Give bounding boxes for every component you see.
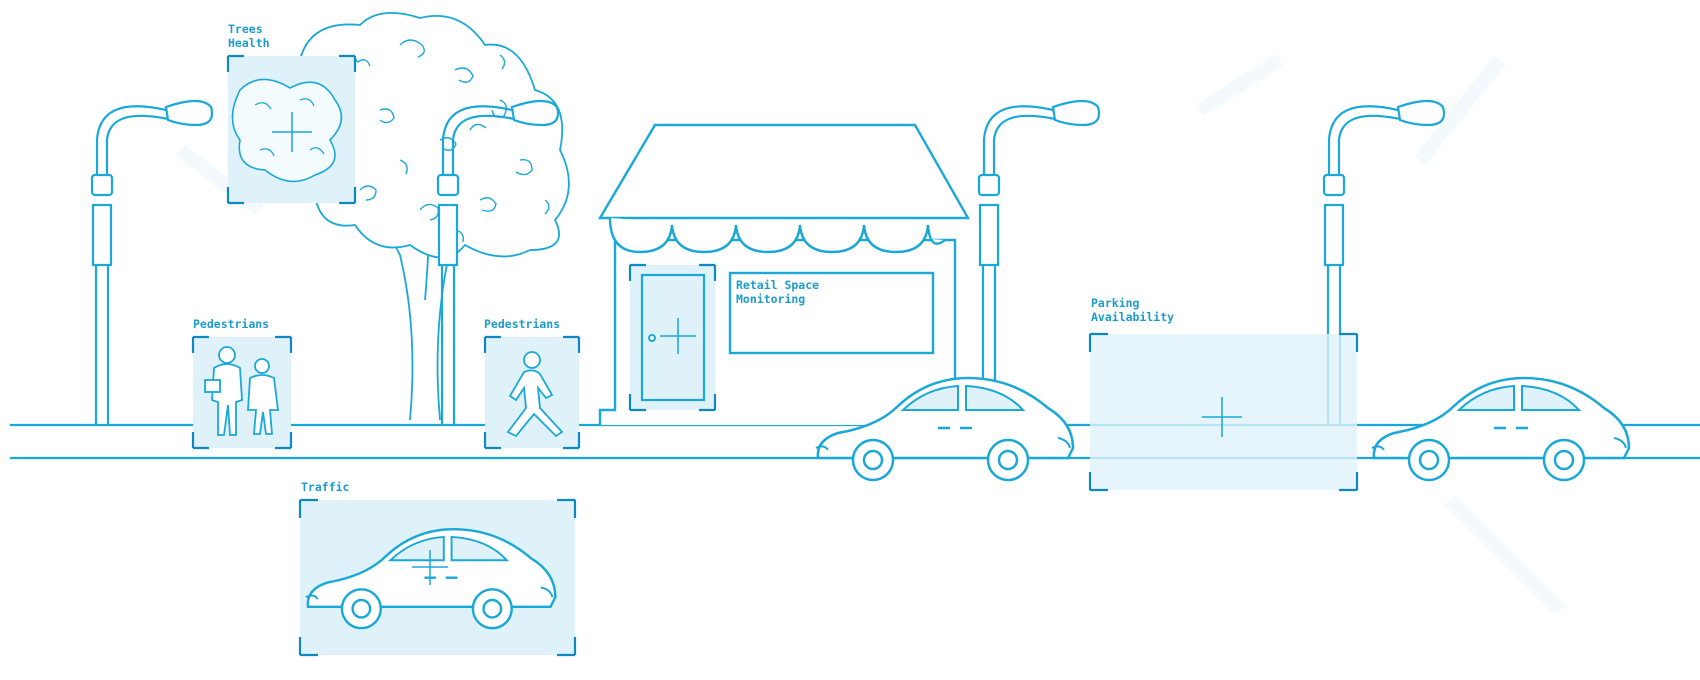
pedestrians-label-left: Pedestrians bbox=[193, 317, 269, 331]
trees-health-label-2: Health bbox=[228, 36, 270, 50]
street-lamp-icon bbox=[979, 101, 1099, 425]
trees-health-label-1: Trees bbox=[228, 22, 263, 36]
traffic-label: Traffic bbox=[301, 480, 349, 494]
parking-label-2: Availability bbox=[1091, 310, 1174, 324]
pedestrians-label-right: Pedestrians bbox=[484, 317, 560, 331]
parking-label-1: Parking bbox=[1091, 296, 1140, 310]
traffic-detector bbox=[300, 500, 575, 655]
parking-availability-detector bbox=[1090, 334, 1357, 490]
car-icon bbox=[1372, 378, 1629, 480]
retail-space-label-1: Retail Space bbox=[736, 278, 819, 292]
pedestrians-detector-right bbox=[485, 337, 579, 448]
retail-door-detector bbox=[630, 265, 715, 410]
pedestrians-detector-left bbox=[193, 337, 291, 448]
retail-space-label-2: Monitoring bbox=[736, 292, 805, 306]
